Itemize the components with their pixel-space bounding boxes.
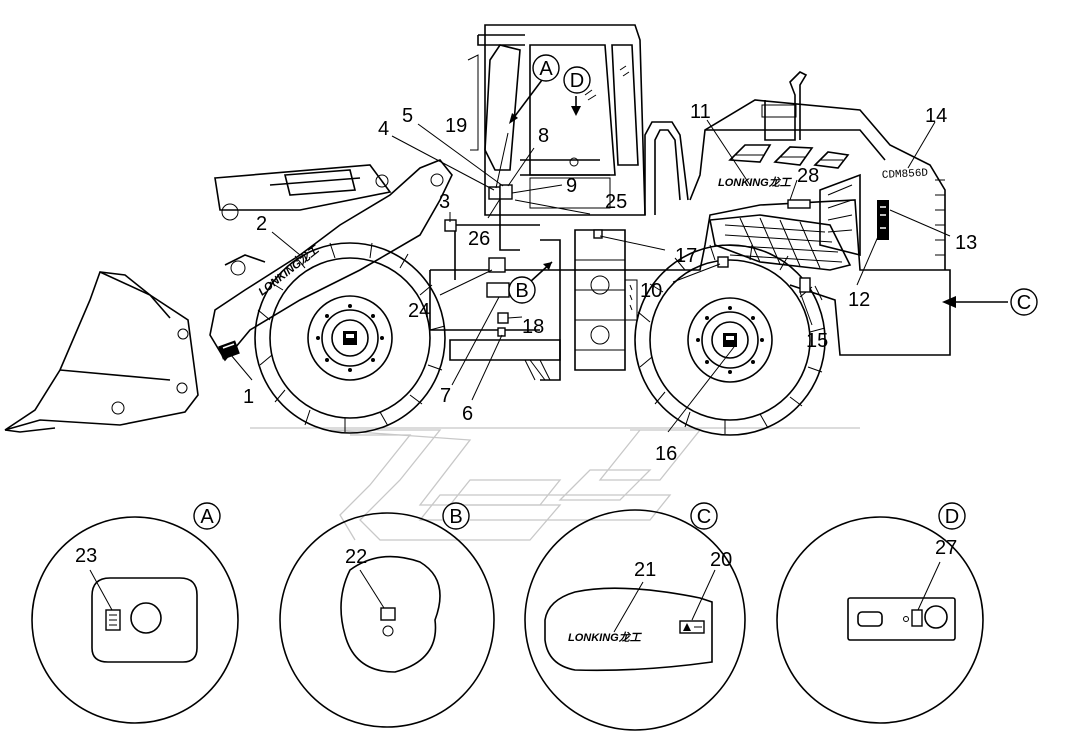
boom-brand-text: LONKING龙工	[256, 242, 323, 298]
callout-21: 21	[634, 559, 656, 581]
hub-bolts	[316, 304, 764, 374]
decal-8	[499, 184, 513, 200]
view-marker-c: C	[1010, 288, 1038, 316]
callout-4: 4	[378, 118, 389, 140]
machine-body	[429, 71, 951, 381]
callout-18: 18	[522, 316, 544, 338]
detail-view-c: LONKING龙工 C	[524, 502, 746, 731]
callout-9: 9	[566, 175, 577, 197]
rear-wheel	[634, 244, 826, 436]
decal-12-13	[877, 200, 889, 240]
callout-25: 25	[605, 191, 627, 213]
boom-arm	[209, 159, 453, 362]
decal-17	[593, 229, 603, 239]
svg-text:C: C	[697, 506, 711, 528]
svg-text:A: A	[539, 58, 553, 80]
decal-7	[486, 282, 510, 298]
callout-23: 23	[75, 545, 97, 567]
callout-8: 8	[538, 125, 549, 147]
leader-lines	[230, 119, 1008, 433]
callout-10: 10	[640, 280, 662, 302]
bucket	[4, 271, 199, 433]
callout-14: 14	[925, 105, 947, 127]
view-marker-a: A	[532, 54, 560, 82]
callout-13: 13	[955, 232, 977, 254]
callout-7: 7	[440, 385, 451, 407]
callout-28: 28	[797, 165, 819, 187]
watermark-logo	[250, 427, 860, 541]
decal-28	[787, 199, 811, 209]
decal-24	[488, 257, 506, 273]
front-wheel	[254, 242, 446, 434]
svg-text:A: A	[200, 506, 214, 528]
detail-view-d: D	[776, 502, 984, 724]
decal-6	[497, 327, 506, 337]
svg-text:B: B	[515, 280, 528, 302]
detail-view-b: B	[279, 502, 495, 728]
callout-20: 20	[710, 549, 732, 571]
callout-24: 24	[408, 300, 430, 322]
callout-1: 1	[243, 386, 254, 408]
callout-12: 12	[848, 289, 870, 311]
svg-text:C: C	[1017, 292, 1031, 314]
detail-view-a: A	[31, 502, 239, 724]
callout-5: 5	[402, 105, 413, 127]
svg-text:D: D	[570, 70, 584, 92]
decal-10	[717, 256, 729, 268]
model-number-text: CDM856D	[882, 168, 929, 182]
arrow-a-pointer	[511, 79, 543, 121]
callout-3: 3	[439, 191, 450, 213]
callout-numbers: 1 2 3 4 5 6 7 8 9 10 11 12 13 14 15 16 1…	[75, 101, 977, 581]
callout-6: 6	[462, 403, 473, 425]
svg-text:B: B	[449, 506, 462, 528]
callout-17: 17	[675, 245, 697, 267]
callout-11: 11	[690, 101, 711, 123]
callout-27: 27	[935, 537, 957, 559]
decal-1	[218, 340, 240, 360]
view-marker-b: B	[508, 276, 536, 304]
callout-16: 16	[655, 443, 677, 465]
callout-22: 22	[345, 546, 367, 568]
detail-brand-text: LONKING龙工	[568, 631, 643, 644]
callout-2: 2	[256, 213, 267, 235]
operator-cab	[467, 24, 646, 251]
callout-15: 15	[806, 330, 828, 352]
svg-text:D: D	[945, 506, 959, 528]
hood-brand-text: LONKING龙工	[718, 176, 793, 189]
decal-5	[488, 186, 501, 200]
decal-15	[799, 277, 823, 301]
callout-26: 26	[468, 228, 490, 250]
wheel-loader-illustration	[4, 24, 951, 436]
callout-19: 19	[445, 115, 467, 137]
view-marker-d: D	[563, 66, 591, 94]
decal-18	[497, 312, 509, 324]
